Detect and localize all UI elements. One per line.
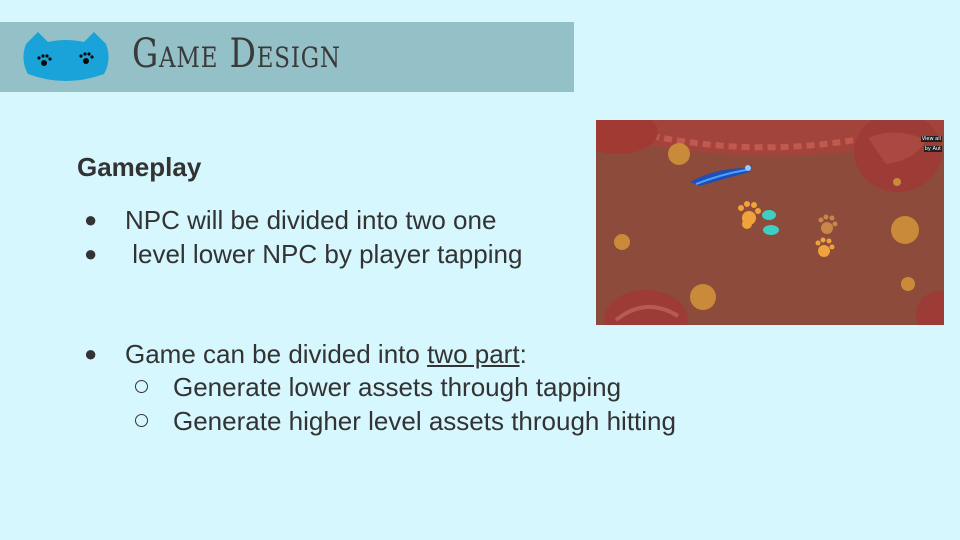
game-scene-image [596, 120, 944, 325]
sub-bullet-circle [135, 380, 148, 393]
sub-list-item: Generate lower assets through tapping [173, 372, 622, 402]
screenshot-corner-label: by Aut [923, 146, 942, 152]
list-item: Game can be divided into two part: [125, 337, 527, 371]
paw-icon [818, 214, 838, 234]
screenshot-corner-label: View all [920, 136, 942, 142]
character-icon [762, 210, 779, 235]
list-item-text: Game can be divided into [125, 339, 428, 369]
list-item: NPC will be divided into two one [125, 205, 497, 235]
two-part-link[interactable]: two part [427, 339, 520, 369]
list-item: level lower NPC by player tapping [125, 239, 523, 269]
paw-icon [79, 52, 94, 64]
paw-icon [738, 201, 761, 229]
cat-logo-icon [23, 32, 109, 81]
page-title: Game Design [132, 31, 341, 77]
list-item-suffix: : [519, 339, 527, 369]
bullet-dot: ● [84, 207, 98, 232]
sub-list-item: Generate higher level assets through hit… [173, 406, 676, 436]
paw-icon [815, 237, 835, 257]
bullet-dot: ● [84, 341, 98, 366]
paw-icon [37, 54, 52, 66]
sub-bullet-circle [135, 414, 148, 427]
gameplay-screenshot: View all by Aut [596, 120, 944, 325]
section-heading: Gameplay [77, 152, 202, 182]
bullet-dot: ● [84, 241, 98, 266]
